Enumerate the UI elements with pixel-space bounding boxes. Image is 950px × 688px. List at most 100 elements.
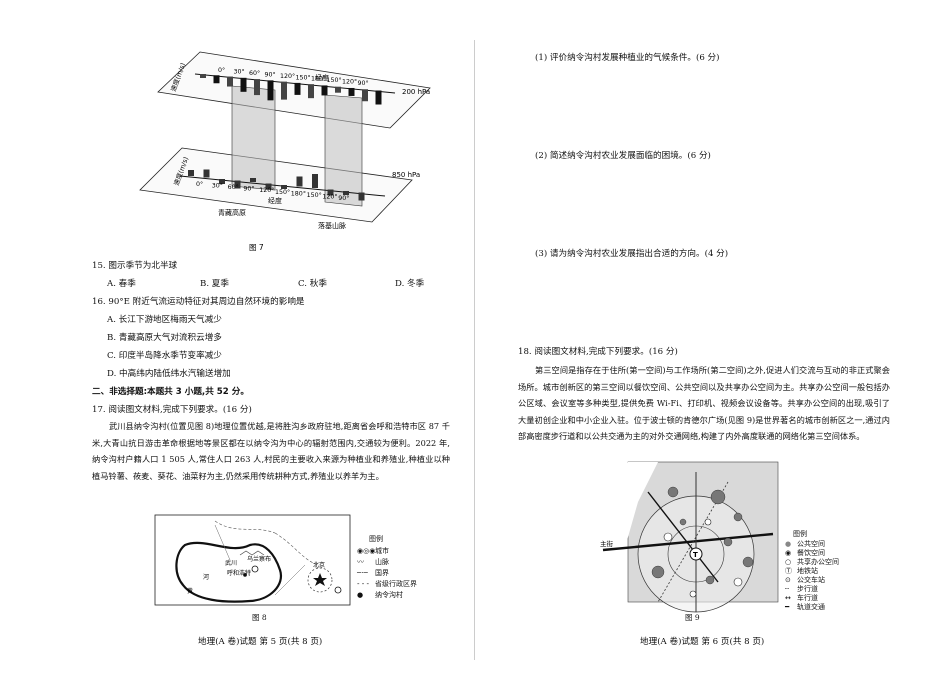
lower-bar xyxy=(219,179,225,184)
fig9-legend-coworking: ○共享办公空间 xyxy=(785,558,839,566)
street-label: 主街 xyxy=(600,539,614,548)
fig9-legend-public: ●公共空间 xyxy=(785,540,825,548)
q15-option-c: C. 秋季 xyxy=(298,279,327,289)
fig8-legend-title: 图例 xyxy=(369,535,383,543)
upper-wind-bars xyxy=(200,74,382,105)
footer-page-6: 地理(A 卷)试题 第 6 页(共 8 页) xyxy=(640,637,765,647)
lower-longitude-tick-0: 0° xyxy=(196,180,203,188)
subway-station-icon: Ⓣ xyxy=(785,567,792,575)
left-page: 经度 200 hPa 速度(m/s) 经度 850 hPa 速度(m/s) 青藏… xyxy=(92,51,450,647)
q15-option-b: B. 夏季 xyxy=(200,279,229,289)
upper-longitude-tick-6: 180° xyxy=(311,75,326,83)
upper-longitude-tick-5: 150° xyxy=(296,73,311,81)
map-label-beijing: 北京 xyxy=(313,561,325,569)
lower-longitude-tick-7: 150° xyxy=(307,191,322,199)
fig9-legend-title: 图例 xyxy=(793,530,807,538)
map-label-river: 河 xyxy=(203,573,209,581)
lower-bar xyxy=(358,192,365,201)
upper-bar xyxy=(227,76,233,87)
figure-9-caption: 图 9 xyxy=(685,613,700,622)
figure-8-map: 武川 乌兰察布 北京 呼和浩特 河 黄 xyxy=(154,514,351,606)
fig8-legend-city: ◉◎◉城市 xyxy=(357,547,389,555)
q15-option-a: A. 春季 xyxy=(107,279,136,289)
upper-bar xyxy=(240,77,247,92)
lower-level-label: 850 hPa xyxy=(392,171,420,179)
figure-7-caption: 图 7 xyxy=(249,243,264,252)
dining-space-icon: ◉ xyxy=(785,549,792,557)
lower-longitude-tick-1: 30° xyxy=(212,182,223,190)
lower-bar xyxy=(234,180,241,189)
lower-bar xyxy=(281,185,287,189)
upper-longitude-tick-4: 120° xyxy=(280,72,295,80)
upper-bar xyxy=(281,81,287,100)
lower-longitude-tick-5: 150° xyxy=(275,188,290,196)
q17-sub3: (3) 请为纳令沟村农业发展指出合适的方向。(4 分) xyxy=(535,249,729,259)
fig9-legend-roadway: ↔车行道 xyxy=(785,594,818,602)
region-label-rockies: 落基山脉 xyxy=(318,221,346,230)
map-label-wulanchabu: 乌兰察布 xyxy=(247,555,271,563)
q16-option-d: D. 中高纬内陆低纬水汽输送增加 xyxy=(107,369,231,379)
upper-longitude-tick-8: 120° xyxy=(342,78,357,86)
lower-axis-label: 经度 xyxy=(268,196,282,205)
fig8-legend-mountain: 〰山脉 xyxy=(357,558,389,566)
walkway-line-icon: ┄ xyxy=(785,585,790,593)
upper-bar xyxy=(294,82,301,95)
map-label-wuchuan: 武川 xyxy=(225,559,237,567)
fig9-legend-rail: ━轨道交通 xyxy=(785,603,825,611)
right-page: (1) 评价纳令沟村发展种植业的气候条件。(6 分) (2) 简述纳令沟村农业发… xyxy=(475,0,950,688)
lower-bar xyxy=(327,189,334,196)
upper-longitude-tick-7: 150° xyxy=(327,76,342,84)
lower-longitude-tick-6: 180° xyxy=(291,189,306,197)
lower-longitude-tick-2: 60° xyxy=(228,183,239,191)
page-divider xyxy=(474,40,475,660)
footer-page-5: 地理(A 卷)试题 第 5 页(共 8 页) xyxy=(198,637,323,647)
upper-bar xyxy=(362,89,368,102)
lower-wind-bars xyxy=(188,169,365,201)
coworking-space-icon: ○ xyxy=(785,558,792,566)
lower-bar xyxy=(296,176,303,187)
q16-stem: 16. 90°E 附近气流运动特征对其周边自然环境的影响是 xyxy=(92,297,305,307)
q15-option-d: D. 冬季 xyxy=(395,279,425,289)
upper-bar xyxy=(321,85,328,96)
q15-stem: 15. 图示季节为北半球 xyxy=(92,261,178,271)
bus-stop-icon: ⊙ xyxy=(785,576,791,584)
fig9-legend-walkway: ┄步行道 xyxy=(785,585,818,593)
mountain-symbol-icon: 〰 xyxy=(357,558,364,566)
region-label-tibet: 青藏高原 xyxy=(218,208,246,217)
svg-text:T: T xyxy=(693,551,698,559)
lower-bar xyxy=(188,170,194,176)
upper-level-label: 200 hPa xyxy=(402,88,430,96)
fig9-legend-bus: ⊙公交车站 xyxy=(785,576,825,584)
lower-bar xyxy=(312,174,318,188)
q16-option-a: A. 长江下游地区梅雨天气减少 xyxy=(107,315,222,325)
q18-stem: 18. 阅读图文材料,完成下列要求。(16 分) xyxy=(518,347,678,357)
upper-longitude-tick-3: 90° xyxy=(265,70,276,78)
upper-longitude-tick-1: 30° xyxy=(234,67,245,75)
q16-option-b: B. 青藏高原大气对流积云增多 xyxy=(107,333,222,343)
upper-bar xyxy=(335,86,341,93)
fig8-legend-border: ─·─国界 xyxy=(357,569,389,577)
q18-material: 第三空间是指存在于住所(第一空间)与工作场所(第二空间)之外,促进人们交流与互动… xyxy=(518,365,890,442)
lower-bar xyxy=(343,191,349,195)
upper-bar xyxy=(213,75,220,84)
upper-longitude-tick-9: 90° xyxy=(358,79,369,87)
border-symbol-icon: ─·─ xyxy=(357,569,368,577)
lower-bar xyxy=(203,169,210,178)
lower-longitude-tick-9: 90° xyxy=(338,194,349,202)
q17-stem: 17. 阅读图文材料,完成下列要求。(16 分) xyxy=(92,405,252,415)
upper-bar xyxy=(308,84,314,99)
fig8-legend-province: - - -省级行政区界 xyxy=(357,580,417,588)
map-label-huang: 黄 xyxy=(187,587,193,595)
fig9-legend-dining: ◉餐饮空间 xyxy=(785,549,825,557)
lower-longitude-tick-3: 90° xyxy=(243,185,254,193)
upper-bar xyxy=(375,90,382,105)
map-label-hohhot: 呼和浩特 xyxy=(227,569,251,577)
upper-bar xyxy=(254,79,260,96)
upper-axis-label: 经度 xyxy=(315,73,329,82)
lower-bar xyxy=(265,183,272,190)
lower-longitude-tick-8: 120° xyxy=(322,192,337,200)
upper-bar xyxy=(200,74,206,78)
province-border-symbol-icon: - - - xyxy=(357,580,370,588)
figure-8-caption: 图 8 xyxy=(252,613,267,622)
city-symbol-icon: ◉◎◉ xyxy=(357,547,376,555)
